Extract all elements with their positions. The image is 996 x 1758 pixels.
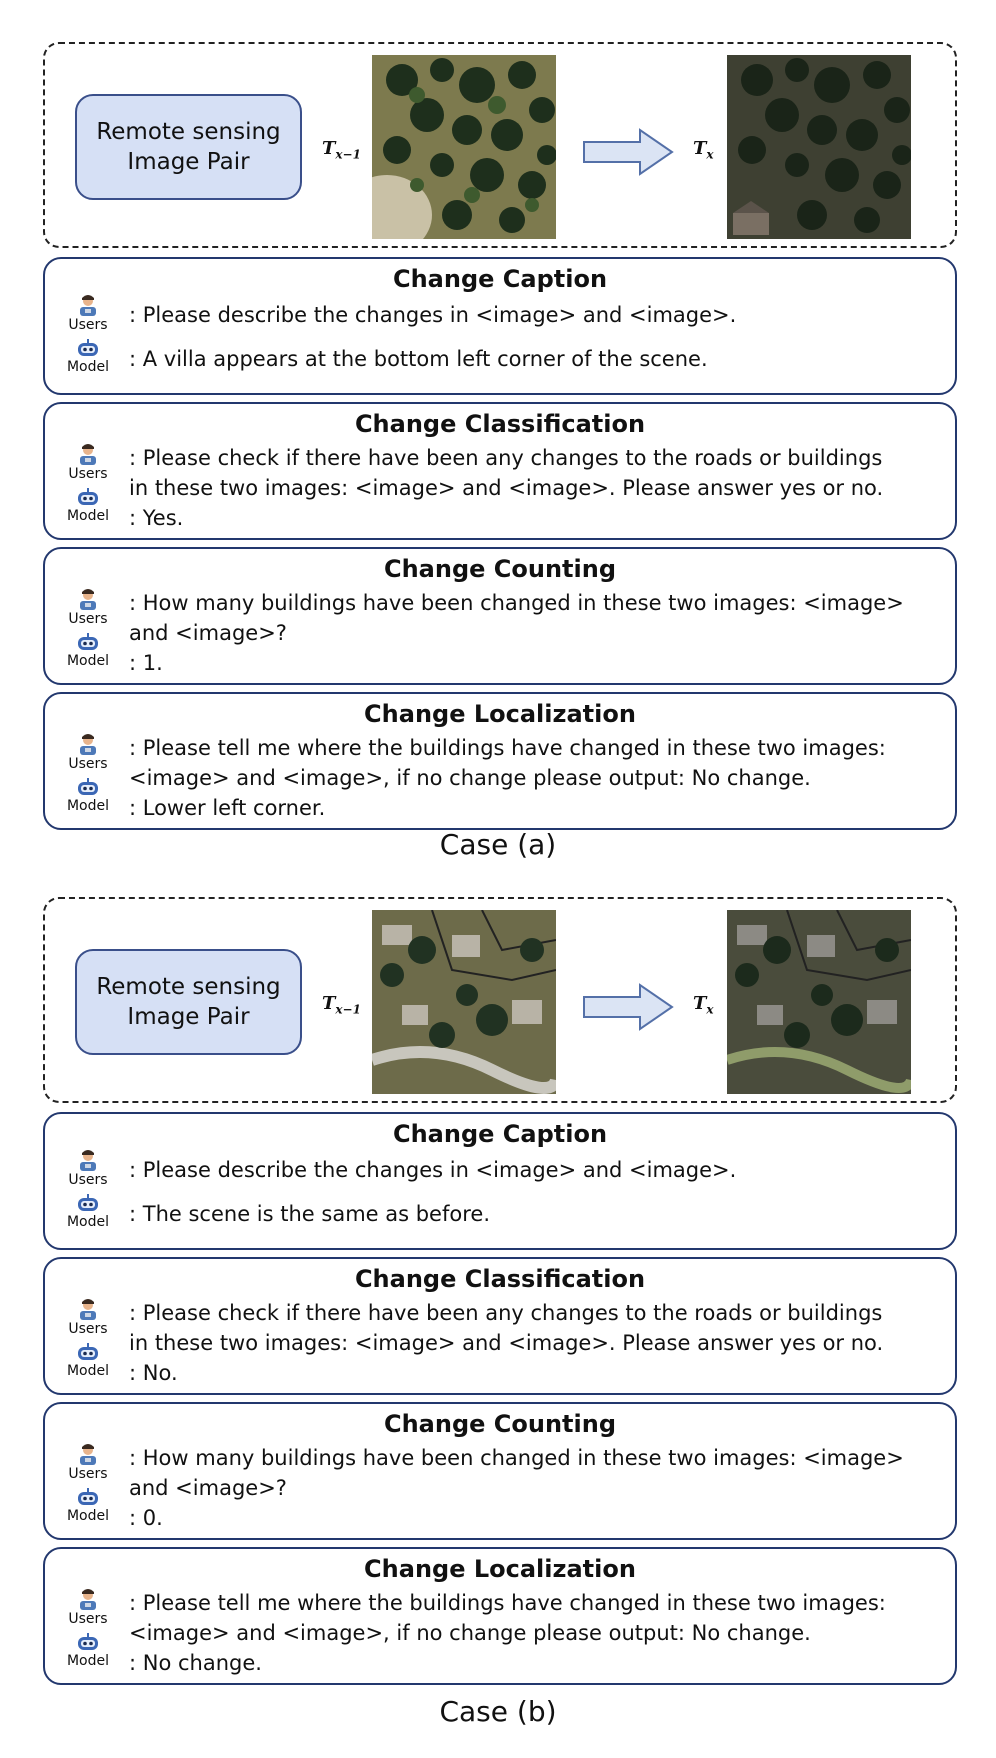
model-role: Model [59, 1343, 117, 1379]
model-role: Model [59, 633, 117, 669]
user-query-cont: and <image>? [129, 621, 287, 645]
user-avatar-icon [80, 1150, 96, 1171]
model-answer: : The scene is the same as before. [129, 1202, 490, 1226]
robot-icon [78, 488, 98, 505]
model-answer: : 1. [129, 651, 163, 675]
image-pair-box [43, 897, 957, 1103]
model-role: Model [59, 1488, 117, 1524]
image-pair-label: Remote sensing Image Pair [75, 949, 302, 1055]
t-cur-label: Tx [693, 993, 714, 1017]
user-avatar-icon [80, 734, 96, 755]
model-role: Model [59, 778, 117, 814]
satellite-image-before [372, 910, 556, 1094]
robot-icon [78, 778, 98, 795]
user-query: : Please describe the changes in <image>… [129, 303, 737, 327]
model-answer: : A villa appears at the bottom left cor… [129, 347, 708, 371]
user-role: Users [59, 442, 117, 482]
user-query-cont: <image> and <image>, if no change please… [129, 1621, 811, 1645]
user-query-cont: in these two images: <image> and <image>… [129, 476, 884, 500]
user-avatar-icon [80, 1444, 96, 1465]
model-role: Model [59, 339, 117, 375]
change-caption-panel: Change Caption Users Model : Please desc… [43, 257, 957, 395]
user-role: Users [59, 293, 117, 333]
robot-icon [78, 1488, 98, 1505]
user-role: Users [59, 1587, 117, 1627]
user-role: Users [59, 1148, 117, 1188]
arrow-right-icon [583, 128, 674, 176]
user-avatar-icon [80, 444, 96, 465]
robot-icon [78, 1194, 98, 1211]
robot-icon [78, 1343, 98, 1360]
user-avatar-icon [80, 1299, 96, 1320]
change-localization-panel: Change Localization Users Model : Please… [43, 1547, 957, 1685]
image-pair-box [43, 42, 957, 248]
model-answer: : Yes. [129, 506, 184, 530]
change-classification-panel: Change Classification Users Model : Plea… [43, 402, 957, 540]
change-counting-panel: Change Counting Users Model : How many b… [43, 1402, 957, 1540]
user-avatar-icon [80, 589, 96, 610]
robot-icon [78, 633, 98, 650]
case-label: Case (b) [439, 1695, 557, 1728]
case-label: Case (a) [439, 828, 557, 861]
user-role: Users [59, 732, 117, 772]
satellite-image-after [727, 910, 911, 1094]
panel-title: Change Counting [383, 1410, 617, 1438]
user-avatar-icon [80, 295, 96, 316]
model-answer: : No. [129, 1361, 178, 1385]
panel-title: Change Localization [364, 1555, 636, 1583]
model-answer: : No change. [129, 1651, 262, 1675]
arrow-right-icon [583, 983, 674, 1031]
panel-title: Change Classification [354, 410, 646, 438]
user-query: : Please describe the changes in <image>… [129, 1158, 737, 1182]
t-prev-label: Tx−1 [322, 138, 361, 162]
user-query: : How many buildings have been changed i… [129, 591, 904, 615]
panel-title: Change Localization [364, 700, 636, 728]
model-role: Model [59, 488, 117, 524]
model-answer: : Lower left corner. [129, 796, 326, 820]
satellite-image-after [727, 55, 911, 239]
change-caption-panel: Change Caption Users Model : Please desc… [43, 1112, 957, 1250]
user-query: : Please tell me where the buildings hav… [129, 736, 886, 760]
user-query-cont: <image> and <image>, if no change please… [129, 766, 811, 790]
robot-icon [78, 1633, 98, 1650]
panel-title: Change Classification [354, 1265, 646, 1293]
user-query: : How many buildings have been changed i… [129, 1446, 904, 1470]
user-query-cont: in these two images: <image> and <image>… [129, 1331, 884, 1355]
t-cur-label: Tx [693, 138, 714, 162]
panel-title: Change Caption [392, 1120, 608, 1148]
user-query-cont: and <image>? [129, 1476, 287, 1500]
user-role: Users [59, 587, 117, 627]
user-query: : Please tell me where the buildings hav… [129, 1591, 886, 1615]
satellite-image-before [372, 55, 556, 239]
panel-title: Change Counting [383, 555, 617, 583]
user-query: : Please check if there have been any ch… [129, 1301, 883, 1325]
panel-title: Change Caption [392, 265, 608, 293]
user-role: Users [59, 1297, 117, 1337]
user-role: Users [59, 1442, 117, 1482]
user-avatar-icon [80, 1589, 96, 1610]
robot-icon [78, 339, 98, 356]
model-answer: : 0. [129, 1506, 163, 1530]
user-query: : Please check if there have been any ch… [129, 446, 883, 470]
change-counting-panel: Change Counting Users Model : How many b… [43, 547, 957, 685]
model-role: Model [59, 1633, 117, 1669]
t-prev-label: Tx−1 [322, 993, 361, 1017]
model-role: Model [59, 1194, 117, 1230]
image-pair-label: Remote sensing Image Pair [75, 94, 302, 200]
change-classification-panel: Change Classification Users Model : Plea… [43, 1257, 957, 1395]
change-localization-panel: Change Localization Users Model : Please… [43, 692, 957, 830]
